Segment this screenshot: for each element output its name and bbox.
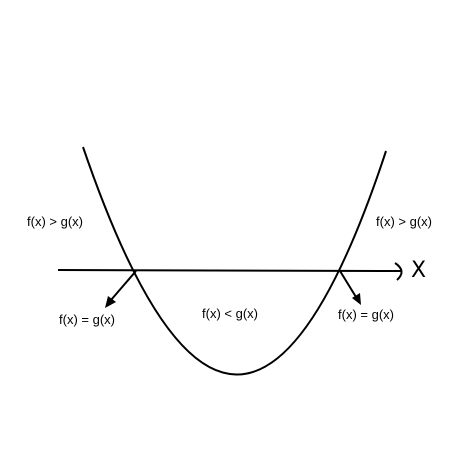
left-arrowhead-icon bbox=[105, 296, 116, 308]
right-arrowhead-icon bbox=[352, 293, 361, 305]
intersection-label-left: f(x) = g(x) bbox=[59, 312, 115, 327]
left-intersection-arrow bbox=[110, 270, 137, 301]
region-label-right: f(x) > g(x) bbox=[376, 214, 432, 229]
region-label-middle: f(x) < g(x) bbox=[202, 306, 258, 321]
x-axis-line bbox=[57, 269, 403, 272]
parabola-curve bbox=[82, 146, 387, 376]
region-label-left: f(x) > g(x) bbox=[27, 214, 83, 229]
right-intersection-arrow bbox=[339, 270, 357, 298]
intersection-label-right: f(x) = g(x) bbox=[338, 307, 394, 322]
open-arrowhead-icon bbox=[394, 262, 403, 281]
x-axis-label: X bbox=[411, 258, 427, 283]
